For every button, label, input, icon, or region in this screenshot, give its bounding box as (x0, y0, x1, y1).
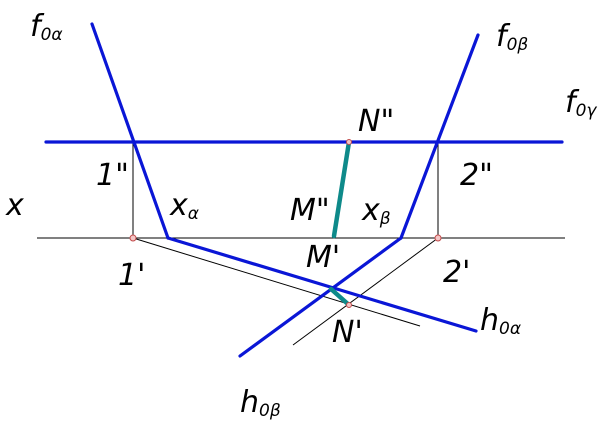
label-f0-alpha: f0α (30, 9, 63, 45)
label-point-2-top: 2' (443, 255, 470, 290)
segment-mn-frontal (331, 139, 352, 239)
trace-f0-alpha (90, 22, 170, 240)
point-2-top-marker (434, 234, 442, 242)
auxiliary-line-2 (292, 237, 439, 346)
label-x-axis: x (5, 188, 24, 223)
trace-f0-beta (399, 33, 480, 240)
trace-h0-beta (238, 236, 403, 358)
point-n-front-marker (346, 139, 352, 145)
label-f0-gamma: f0γ (565, 85, 597, 121)
label-point-n-front: N" (358, 104, 394, 139)
label-h0-beta: h0β (240, 385, 281, 421)
label-x-beta: xβ (361, 193, 391, 229)
label-h0-alpha: h0α (480, 303, 521, 339)
segment-mn-horizontal (328, 286, 352, 308)
label-point-m-top: M' (306, 240, 340, 275)
auxiliary-line-1 (132, 237, 421, 327)
label-point-m-front: M" (290, 193, 330, 228)
label-point-n-top: N' (332, 315, 363, 350)
point-n-top-marker (346, 302, 352, 308)
label-point-2-front: 2" (460, 158, 493, 193)
label-f0-beta: f0β (496, 19, 528, 55)
point-1-top-marker (129, 234, 137, 242)
label-point-1-top: 1' (118, 258, 145, 293)
trace-h0-alpha (166, 236, 478, 333)
label-x-alpha: xα (169, 188, 199, 224)
label-point-1-front: 1" (96, 158, 129, 193)
